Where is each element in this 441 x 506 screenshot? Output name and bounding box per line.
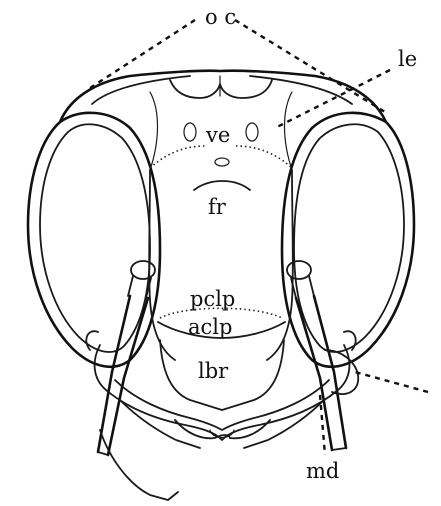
label-aclp: aclp (188, 315, 232, 339)
right-compound-eye (282, 113, 414, 367)
left-ocellus (184, 123, 196, 141)
label-le: le (398, 47, 417, 71)
left-compound-eye (28, 113, 160, 367)
label-lbr: lbr (198, 359, 229, 383)
left-antenna (98, 261, 178, 500)
label-md: md (306, 459, 339, 483)
label-ve: ve (205, 123, 230, 147)
leader-oc-right (235, 20, 385, 112)
label-fr: fr (208, 195, 227, 219)
leader-right-margin (355, 372, 428, 392)
right-antenna (287, 261, 346, 450)
head-capsule (60, 71, 386, 170)
label-oc: o c (205, 5, 236, 29)
right-ocellus (246, 123, 258, 141)
median-ocellus (215, 158, 229, 166)
label-pclp: pclp (190, 287, 235, 311)
leader-lines (90, 20, 428, 455)
mouthparts (86, 331, 358, 448)
